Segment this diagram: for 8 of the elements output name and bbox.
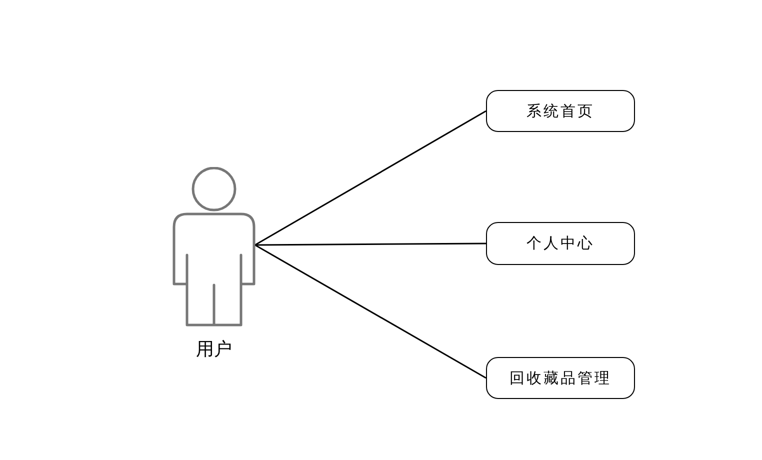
person-figure [172,167,256,327]
actor-label: 用户 [195,338,233,361]
connector-line [254,110,486,246]
use-case-box: 个人中心 [486,222,635,265]
use-case-box: 回收藏品管理 [486,357,635,399]
use-case-box: 系统首页 [486,90,635,132]
connector-line [254,244,486,379]
connector-line [255,242,486,246]
